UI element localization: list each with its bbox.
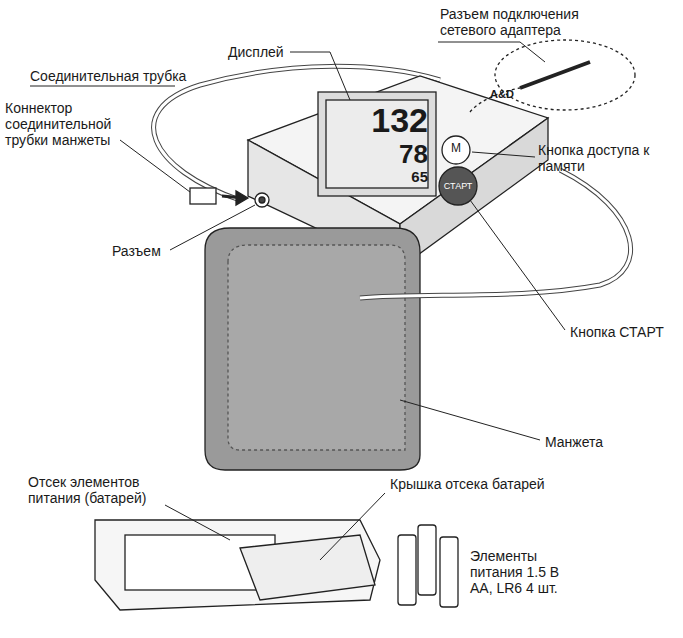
part-label: Разъем	[112, 243, 182, 259]
part-label: Дисплей	[228, 44, 298, 60]
batteries	[398, 525, 458, 607]
socket-hole	[259, 197, 265, 203]
display-digits: 65	[398, 168, 428, 185]
adapter-plug	[520, 62, 590, 88]
part-label: Разъем подключения сетевого адаптера	[440, 6, 625, 38]
part-label: Отсек элементов питания (батарей)	[28, 474, 168, 506]
part-label: Манжета	[545, 434, 625, 450]
part-label: Кнопка доступа к памяти	[538, 142, 656, 174]
part-label: Элементы питания 1.5 В АА, LR6 4 шт.	[470, 548, 580, 596]
start-button	[439, 167, 477, 205]
brand-mark: A&D	[490, 88, 530, 100]
adapter-callout	[495, 40, 635, 110]
part-label: Крышка отсека батарей	[390, 476, 570, 492]
button-letter: M	[446, 142, 466, 155]
memory-button	[442, 136, 470, 164]
battery-cover	[240, 535, 375, 600]
part-label: Соединительная трубка	[30, 68, 220, 84]
display-digits: 78	[370, 140, 428, 169]
tube-connector	[190, 188, 216, 204]
battery-compartment	[95, 520, 380, 610]
insert-arrowhead	[236, 191, 248, 205]
cuff-seam	[228, 245, 405, 450]
cuff	[205, 228, 420, 470]
display	[318, 92, 436, 196]
display-digits: 132	[330, 102, 428, 139]
part-label: Кнопка СТАРТ	[570, 324, 680, 340]
button-label: СТАРТ	[439, 181, 477, 191]
display-glass	[326, 100, 428, 188]
socket	[255, 193, 269, 207]
part-label: Коннектор соединительной трубки манжеты	[5, 100, 123, 148]
